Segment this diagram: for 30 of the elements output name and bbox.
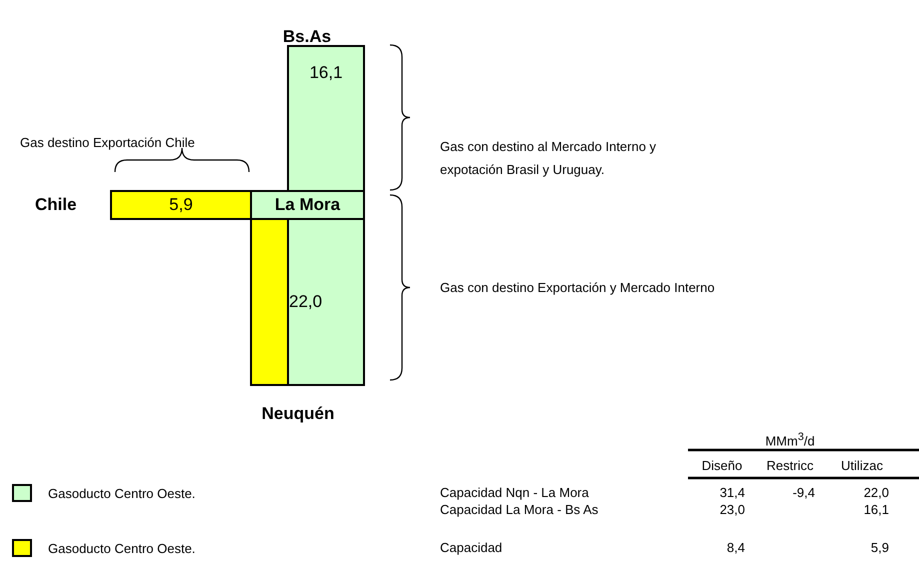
annotation-text: Gas destino Exportación Chile bbox=[20, 136, 195, 150]
unit-label: MMm$^{3}$/d bbox=[765, 432, 815, 449]
annotation-text: Gas con destino al Mercado Interno y expotación Brasil y Uruguay. bbox=[440, 138, 658, 179]
table-value: 8,4 bbox=[726, 541, 745, 556]
column-header: Restricc bbox=[766, 459, 814, 474]
pipe-segment bbox=[110, 190, 252, 220]
table-value: 16,1 bbox=[864, 503, 889, 518]
place-name: Bs.As bbox=[282, 28, 332, 47]
annotation-text: Gas con destino Exportación y Mercado Interno bbox=[440, 281, 715, 296]
row-label: Capacidad La Mora - Bs As bbox=[440, 503, 598, 518]
table-value: 22,0 bbox=[864, 486, 889, 500]
pipe-value: 16,1 bbox=[309, 63, 343, 83]
table-value: 31,4 bbox=[720, 486, 745, 500]
table-value: 23,0 bbox=[720, 503, 745, 518]
legend-text: Gasoducto Centro Oeste. bbox=[48, 541, 196, 556]
legend-text: Gasoducto Centro Oeste. bbox=[48, 486, 196, 501]
place-name: Chile bbox=[35, 196, 77, 215]
row-label: Capacidad bbox=[440, 541, 502, 556]
pipe-segment bbox=[250, 218, 365, 386]
pipe-value: 5,9 bbox=[169, 195, 193, 215]
junction-name: La Mora bbox=[274, 195, 340, 215]
row-label: Capacidad Nqn - La Mora bbox=[440, 486, 589, 500]
table-value: -9,4 bbox=[792, 486, 815, 500]
place-name: Neuquén bbox=[262, 405, 334, 424]
column-header: Diseño bbox=[702, 459, 742, 474]
pipe-value: 22,0 bbox=[289, 292, 322, 312]
junction-box bbox=[250, 190, 365, 220]
table-value: 5,9 bbox=[870, 541, 889, 556]
pipe-segment bbox=[287, 45, 365, 192]
column-header: Utilizac bbox=[841, 459, 883, 474]
